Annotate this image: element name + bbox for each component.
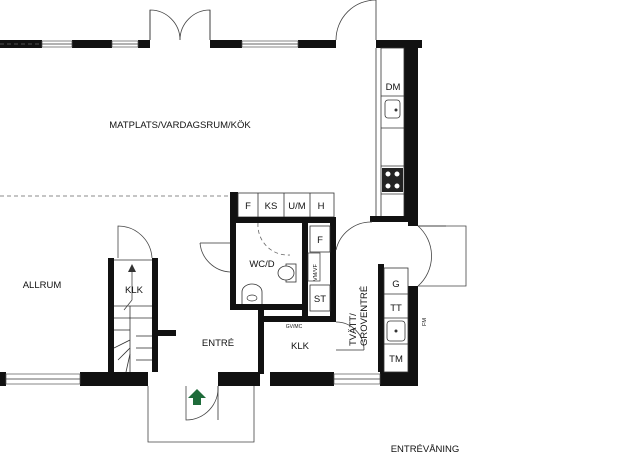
entrance-porch xyxy=(147,385,255,443)
laundry-sink-icon xyxy=(386,320,406,342)
label-wcd: WC/D xyxy=(249,259,274,270)
stove-icon xyxy=(382,168,403,192)
entry-arrow-icon xyxy=(188,389,206,405)
laundry-cabinets xyxy=(383,267,409,373)
label-fm: FM xyxy=(422,318,428,326)
french-doors-top xyxy=(149,9,211,41)
label-ks: KS xyxy=(265,201,278,212)
top-windows xyxy=(41,40,299,48)
bottom-windows xyxy=(5,373,381,385)
floor-label: ENTRÉVÅNING xyxy=(391,444,460,455)
label-klk-right: KLK xyxy=(291,341,310,352)
label-matplats: MATPLATS/VARDAGSRUM/KÖK xyxy=(109,120,251,131)
label-h: H xyxy=(318,201,325,212)
label-f-wc: F xyxy=(317,235,323,246)
interior-walls xyxy=(108,216,410,374)
wc-sink-icon xyxy=(241,283,263,304)
door-klk-right xyxy=(335,321,365,351)
label-gvmc: GV/MC xyxy=(286,324,303,330)
door-klk-left xyxy=(117,225,153,259)
label-klk-left: KLK xyxy=(125,285,144,296)
appliance-row xyxy=(230,192,335,222)
sink-icon xyxy=(384,99,401,119)
door-laundry xyxy=(335,221,373,251)
label-tvatt: TVÄTT/ GROVENTRÉ xyxy=(348,286,370,346)
label-tt: TT xyxy=(390,303,402,314)
stair-icon xyxy=(113,259,152,373)
door-top-right xyxy=(335,0,377,41)
label-st: ST xyxy=(314,294,326,305)
label-um: U/M xyxy=(288,201,306,212)
toilet-icon xyxy=(277,263,297,283)
label-dm: DM xyxy=(386,82,401,93)
label-tm: TM xyxy=(389,354,403,365)
label-entre: ENTRÉ xyxy=(202,338,234,349)
kitchen-counter xyxy=(380,47,405,219)
door-right xyxy=(417,225,467,287)
label-allrum: ALLRUM xyxy=(23,280,62,291)
label-f-top: F xyxy=(245,201,251,212)
door-wc xyxy=(199,242,231,273)
exterior-walls xyxy=(0,40,422,386)
label-g: G xyxy=(392,279,399,290)
label-vmvf: VM/VF xyxy=(313,264,319,281)
